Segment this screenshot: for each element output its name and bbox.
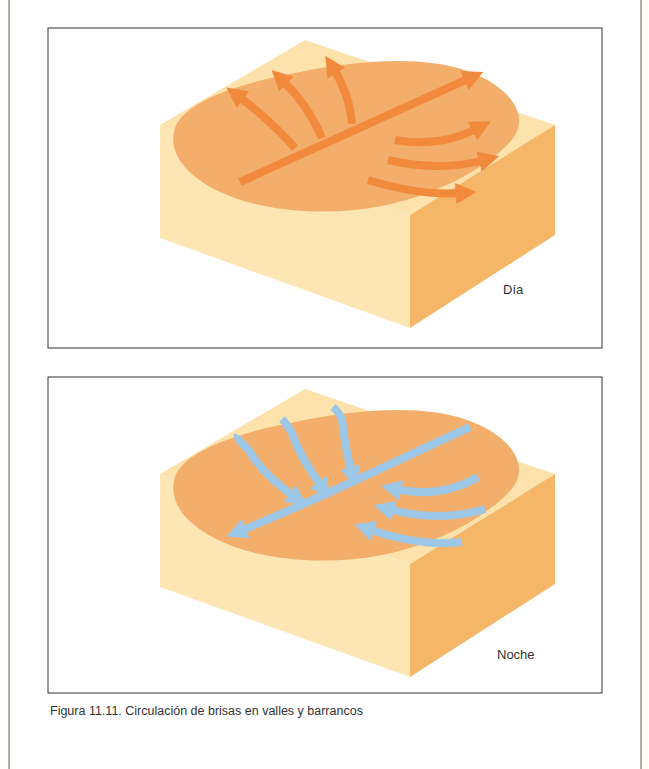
valley-block: [160, 40, 555, 328]
valley-block: [160, 389, 555, 677]
panel-frame: [48, 377, 602, 693]
outer-frame: [9, 0, 641, 769]
panel-frame: [48, 28, 602, 348]
figure-caption: Figura 11.11. Circulación de brisas en v…: [50, 704, 363, 718]
panel-label: Día: [503, 282, 523, 297]
panel-label: Noche: [497, 647, 535, 662]
